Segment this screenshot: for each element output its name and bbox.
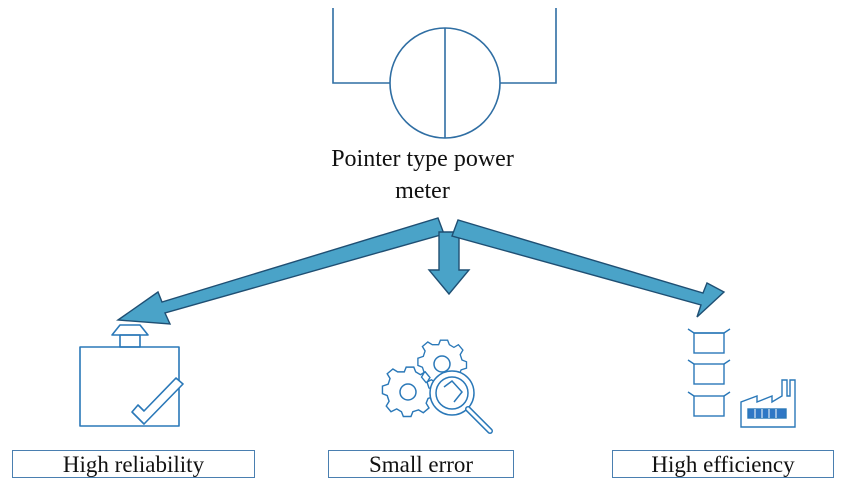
gears-magnifier-icon (381, 339, 493, 434)
arrow-center (427, 231, 471, 296)
meter-lead-left (332, 8, 390, 84)
power-meter-symbol (332, 8, 557, 139)
box-middle-icon (687, 359, 731, 385)
arrows (115, 217, 726, 325)
meter-lead-right (500, 8, 557, 84)
meter-label: Pointer type power meter (300, 143, 545, 207)
outcome-box-high-reliability: High reliability (12, 450, 255, 478)
arrow-right (451, 219, 726, 318)
arrow-left (115, 217, 445, 325)
outcome-box-small-error: Small error (328, 450, 514, 478)
factory-icon (740, 379, 796, 428)
outcome-box-high-efficiency: High efficiency (612, 450, 834, 478)
box-top-icon (687, 328, 731, 354)
bag-check-icon (79, 324, 184, 427)
meter-label-line2: meter (395, 178, 450, 204)
box-bottom-icon (687, 391, 731, 417)
meter-label-line1: Pointer type power (331, 146, 514, 172)
boxes-factory-icon (687, 328, 796, 428)
